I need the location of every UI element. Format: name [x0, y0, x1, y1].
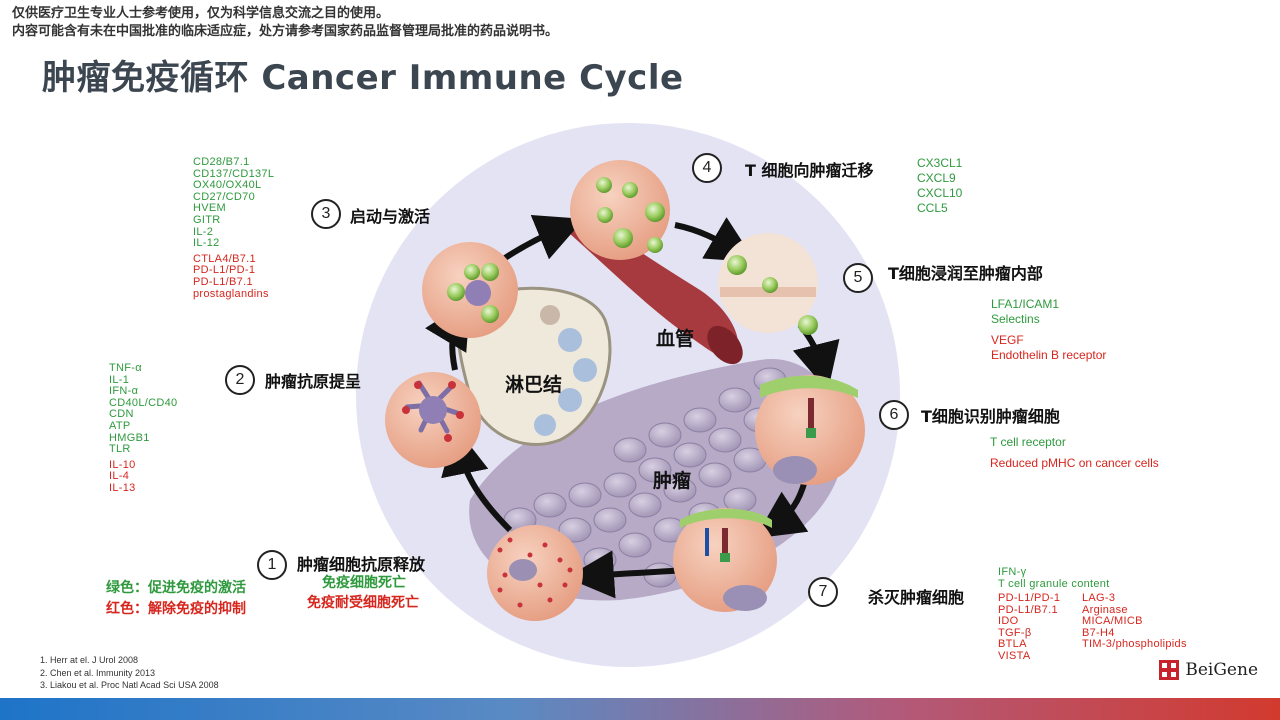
step-7-factor: TGF-β: [998, 626, 1032, 639]
step-5-factor: LFA1/ICAM1: [991, 297, 1060, 311]
step-3-factor: CD27/CD70: [193, 190, 256, 203]
step-5-number: 5: [843, 263, 873, 293]
step-7-factor: B7-H4: [1082, 626, 1115, 639]
blood-vessel-label: 血管: [656, 328, 695, 350]
step-2-factor: IL-4: [109, 470, 130, 483]
tumor-label: 肿瘤: [653, 470, 692, 492]
step-7-factors-red-col2: LAG-3 Arginase MICA/MICB B7-H4 TIM-3/pho…: [1082, 592, 1187, 651]
step-2-factor: CD40L/CD40: [109, 396, 178, 409]
step-2-factor: IL-1: [109, 373, 130, 386]
step-4-label: T 细胞向肿瘤迁移: [745, 161, 874, 180]
step-2-factor: IL-13: [109, 481, 136, 494]
step-cells: [385, 160, 865, 621]
step-3-factor: CTLA4/B7.1: [193, 252, 256, 265]
step-7-factor: PD-L1/B7.1: [998, 603, 1058, 616]
reference-item: 2. Chen et al. Immunity 2013: [40, 667, 156, 678]
step-7-factor: LAG-3: [1082, 592, 1116, 604]
step-3-factor: CD137/CD137L: [193, 167, 275, 180]
step-3-factors: CD28/B7.1 CD137/CD137L OX40/OX40L CD27/C…: [193, 156, 275, 300]
brand-logo: BeiGene: [1159, 660, 1258, 680]
lymph-node-label: 淋巴结: [505, 374, 563, 396]
disclaimer-line-2: 内容可能含有未在中国批准的临床适应症，处方请参考国家药品监督管理局批准的药品说明…: [12, 24, 559, 39]
reference-item: 3. Liakou et al. Proc Natl Acad Sci USA …: [40, 680, 219, 690]
color-legend: 绿色：促进免疫的激活 红色：解除免疫的抑制: [106, 578, 246, 620]
step-1-number: 1: [257, 550, 287, 580]
step-1-label: 肿瘤细胞抗原释放: [297, 555, 426, 574]
step-7-factors-red-col1: PD-L1/PD-1 PD-L1/B7.1 IDO TGF-β BTLA VIS…: [998, 592, 1061, 663]
step-7-number: 7: [808, 577, 838, 607]
step-4-factors: CX3CL1 CXCL9 CXCL10 CCL5: [917, 156, 962, 216]
step-3-factor: PD-L1/B7.1: [193, 275, 253, 288]
step-5-factor: Selectins: [991, 312, 1040, 326]
step-2-label: 肿瘤抗原提呈: [265, 372, 362, 391]
step-3-factor: HVEM: [193, 202, 226, 215]
step-7-factor: BTLA: [998, 638, 1027, 651]
step-7-factor: PD-L1/PD-1: [998, 592, 1061, 604]
step-5-factor: VEGF: [991, 333, 1024, 347]
step-4-number: 4: [692, 153, 722, 183]
step-4-factor: CCL5: [917, 201, 948, 215]
step-2-number: 2: [225, 365, 255, 395]
disclaimer-line-1: 仅供医疗卫生专业人士参考使用，仅为科学信息交流之目的使用。: [12, 6, 390, 21]
step-3-factor: IL-2: [193, 225, 214, 238]
legend-red: 红色：解除免疫的抑制: [106, 601, 246, 617]
references: 1. Herr at el. J Urol 2008 2. Chen et al…: [40, 654, 219, 692]
step-7-factors-green: IFN-γ T cell granule content: [998, 566, 1110, 590]
footer-bar: [0, 698, 1280, 720]
step-4-factor: CX3CL1: [917, 156, 963, 170]
step-7-factor: TIM-3/phospholipids: [1082, 638, 1187, 651]
disclaimer: 仅供医疗卫生专业人士参考使用，仅为科学信息交流之目的使用。 内容可能含有未在中国…: [12, 5, 558, 41]
step-6-number: 6: [879, 400, 909, 430]
step-5-label: T细胞浸润至肿瘤内部: [888, 264, 1043, 283]
step-3-number: 3: [311, 199, 341, 229]
legend-green: 绿色：促进免疫的激活: [106, 580, 246, 596]
step-3-factor: OX40/OX40L: [193, 179, 262, 192]
beigene-logo-icon: [1159, 660, 1180, 680]
reference-item: 1. Herr at el. J Urol 2008: [40, 655, 139, 665]
step-4-factor: CXCL10: [917, 186, 963, 200]
step-3-label: 启动与激活: [350, 207, 431, 226]
step-4-factor: CXCL9: [917, 171, 956, 185]
step-2-factors: TNF-α IL-1 IFN-α CD40L/CD40 CDN ATP HMGB…: [109, 362, 178, 495]
step-2-factor: CDN: [109, 408, 134, 421]
step-3-factor: IL-12: [193, 237, 220, 250]
page-title: 肿瘤免疫循环 Cancer Immune Cycle: [42, 58, 684, 98]
step-2-factor: ATP: [109, 419, 131, 432]
step-3-factor: PD-L1/PD-1: [193, 264, 256, 277]
step-7-label: 杀灭肿瘤细胞: [868, 588, 965, 607]
step-6-factor-green: T cell receptor: [990, 435, 1066, 449]
step-7-factor: VISTA: [998, 649, 1031, 662]
step-5-factors: LFA1/ICAM1 Selectins VEGF Endothelin B r…: [991, 297, 1106, 363]
step-7-factor: Arginase: [1082, 603, 1128, 616]
step-6-label: T细胞识别肿瘤细胞: [921, 407, 1060, 426]
step-2-factor: TLR: [109, 443, 131, 456]
step-5-factor: Endothelin B receptor: [991, 348, 1107, 362]
step-2-factor: IFN-α: [109, 385, 139, 398]
step-2-factor: TNF-α: [109, 362, 142, 374]
step-7-factor: T cell granule content: [998, 577, 1110, 590]
step-2-factor: HMGB1: [109, 431, 150, 444]
step-2-factor: IL-10: [109, 458, 136, 471]
step-3-factor: GITR: [193, 213, 221, 226]
step-7-factor: IFN-γ: [998, 566, 1027, 578]
logo-text: BeiGene: [1185, 660, 1258, 680]
step-1-sub-red: 免疫耐受细胞死亡: [307, 595, 419, 611]
step-7-factor: MICA/MICB: [1082, 615, 1143, 628]
step-7-factor: IDO: [998, 615, 1019, 628]
step-3-factor: CD28/B7.1: [193, 156, 250, 168]
step-6-factor-red: Reduced pMHC on cancer cells: [990, 456, 1159, 470]
step-1-sub-green: 免疫细胞死亡: [322, 575, 406, 591]
step-3-factor: prostaglandins: [193, 287, 269, 300]
